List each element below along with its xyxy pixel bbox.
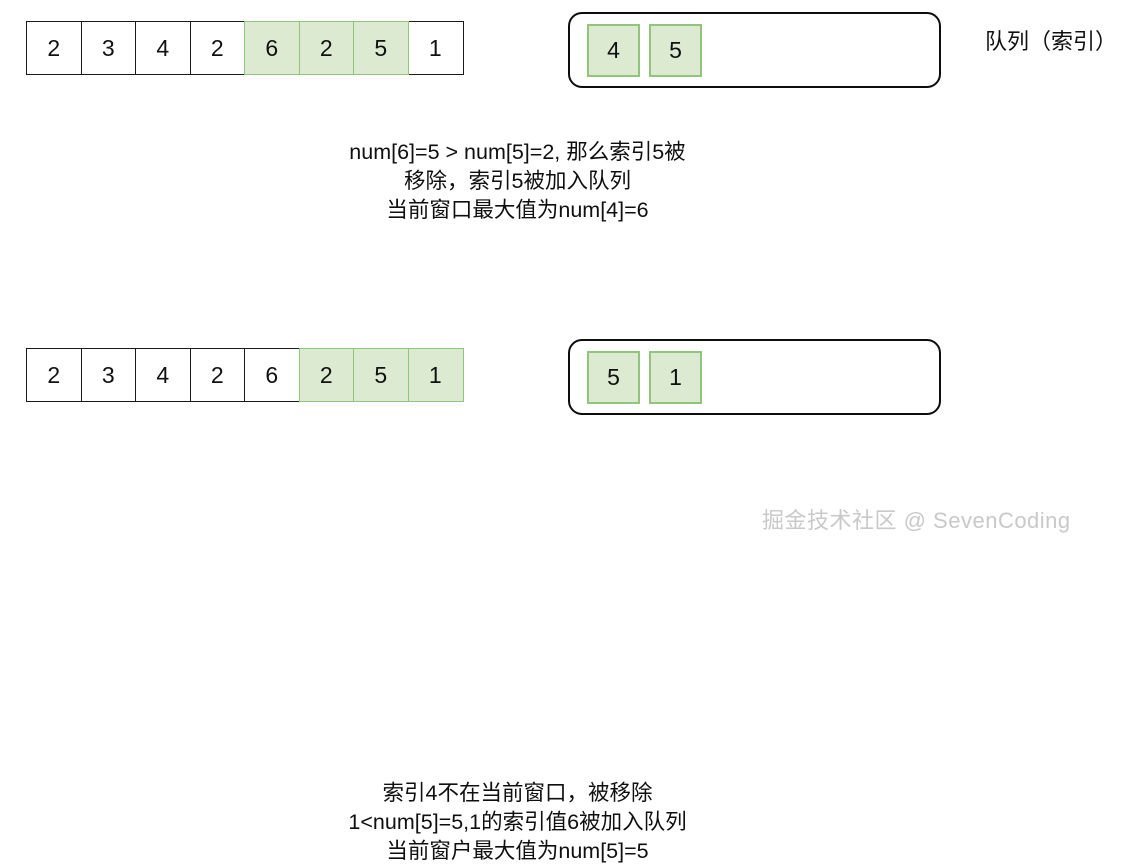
caption-line: 1<num[5]=5,1的索引值6被加入队列 [348,810,687,834]
array-cell: 4 [135,21,191,75]
array-cell-highlighted: 2 [298,21,355,75]
array-cell: 3 [80,348,137,402]
array-cell-highlighted: 1 [407,348,464,402]
queue-container-2: 5 1 [568,339,941,415]
array-cell: 2 [26,21,82,75]
queue-cell: 5 [649,23,702,77]
queue-cell: 4 [587,23,640,77]
caption-step-1: num[6]=5 > num[5]=2, 那么索引5被 移除，索引5被加入队列 … [0,138,1035,225]
caption-line: 当前窗口最大值为num[4]=6 [386,198,649,222]
caption-line: num[6]=5 > num[5]=2, 那么索引5被 [349,140,686,164]
array-cell-highlighted: 5 [353,21,409,75]
array-cell-highlighted: 6 [244,21,300,75]
array-cell-highlighted: 5 [353,348,409,402]
queue-cell: 1 [649,350,702,404]
array-cell: 2 [26,348,82,402]
array-cell: 3 [80,21,137,75]
array-cell: 2 [189,348,246,402]
array-cell-highlighted: 2 [298,348,355,402]
array-cell: 4 [135,348,191,402]
array-cell: 2 [189,21,246,75]
array-row-1: 2 3 4 2 6 2 5 1 [26,21,464,75]
watermark: 掘金技术社区 @ SevenCoding [762,508,1071,533]
caption-line: 移除，索引5被加入队列 [404,169,631,193]
queue-label: 队列（索引） [985,29,1118,54]
array-row-2: 2 3 4 2 6 2 5 1 [26,348,464,402]
caption-line: 当前窗户最大值为num[5]=5 [386,839,649,863]
caption-line: 索引4不在当前窗口，被移除 [382,781,653,805]
queue-cell: 5 [587,350,640,404]
array-cell: 1 [407,21,464,75]
caption-step-2: 索引4不在当前窗口，被移除 1<num[5]=5,1的索引值6被加入队列 当前窗… [0,779,1035,866]
array-cell: 6 [244,348,300,402]
queue-container-1: 4 5 [568,12,941,88]
